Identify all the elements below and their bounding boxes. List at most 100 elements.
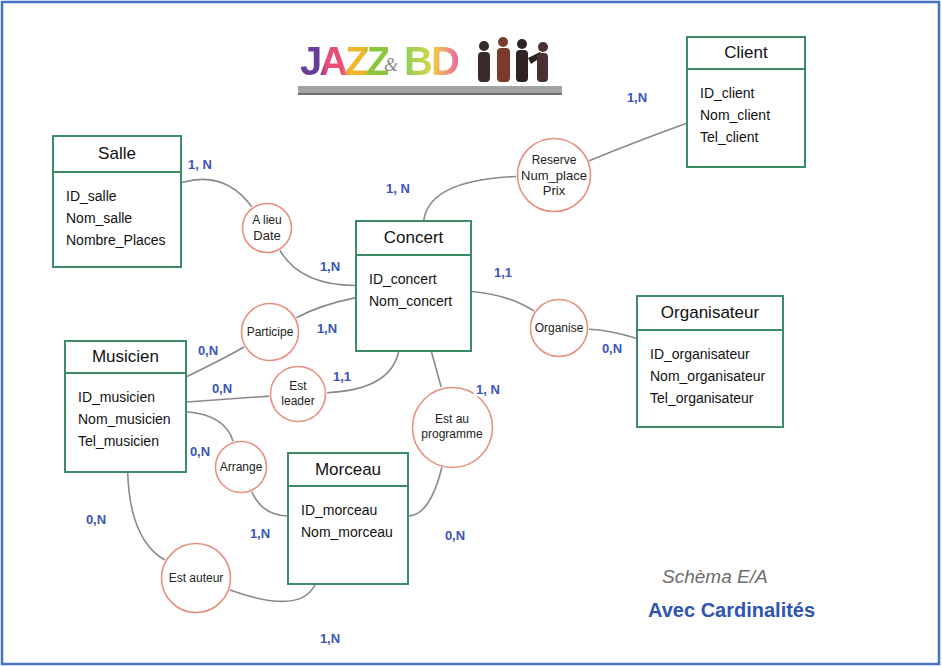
relationship-circle: ReserveNum_placePrix [516,137,592,213]
connector [187,396,269,402]
attribute: Prix [543,183,565,198]
circle-shape [216,442,267,493]
cardinality: 1,N [625,90,649,105]
entity-box: ConcertID_concertNom_concert [355,220,472,352]
relationship-name: A lieu [252,213,281,228]
relationship-name: Arrange [220,460,263,475]
entity-name: Salle [98,144,136,164]
attribute: ID_organisateur [650,343,750,365]
connector [128,473,165,560]
cardinality: 1, N [474,382,502,397]
entity-box: SalleID_salleNom_salleNombre_Places [52,135,182,268]
entity-header: Musicien [66,342,185,374]
cardinality: 0,N [188,444,212,459]
attribute: Tel_musicien [78,430,159,452]
cardinality: 0,N [196,343,220,358]
attribute: Tel_organisateur [650,387,754,409]
entity-box: OrganisateurID_organisateurNom_organisat… [636,295,784,428]
circle-shape [243,204,292,253]
entity-header: Morceau [289,454,407,487]
logo-ampersand: & [384,54,398,76]
attribute-list: ID_salleNom_salleNombre_Places [54,173,180,255]
attribute: Nom_musicien [78,408,171,430]
cardinality: 0,N [210,381,234,396]
circle-shape [531,300,588,357]
cardinality: 1,N [315,321,339,336]
relationship-circle: Arrange [214,440,268,494]
cardinality: 1, N [384,181,412,196]
relationship-circle: Est leader [269,365,327,423]
cardinality: 0,N [600,341,624,356]
entity-header: Salle [54,137,180,173]
attribute: ID_client [700,82,754,104]
connector [187,412,233,441]
logo-text: JAZZ [300,38,388,84]
relationship-circle: Est au programme [411,386,494,469]
attribute: Nom_salle [66,207,132,229]
cardinality: 1,1 [492,265,514,280]
logo-bar-shadow [298,93,562,95]
entity-box: ClientID_clientNom_clientTel_client [686,36,806,168]
logo-bar [298,86,562,93]
attribute-list: ID_organisateurNom_organisateurTel_organ… [638,331,782,413]
attribute: Tel_client [700,126,758,148]
relationship-circle: Participe [240,302,300,362]
attribute: Nom_client [700,104,770,126]
cardinality: 1,N [318,631,342,646]
entity-box: MorceauID_morceauNom_morceau [287,452,409,585]
relationship-circle: Est auteur [160,542,232,614]
circle-shape [242,304,299,361]
entity-name: Morceau [315,460,381,480]
attribute: ID_salle [66,185,117,207]
connector [252,492,287,516]
connector [230,585,315,601]
cardinality: 1,N [248,526,272,541]
relationship-name: Reserve [532,153,577,168]
entity-name: Client [724,43,767,63]
attribute-list: ID_clientNom_clientTel_client [688,70,804,152]
relationship-circle: A lieuDate [241,202,293,254]
musicians-silhouette [478,37,548,82]
attribute: Nombre_Places [66,229,166,251]
attribute: ID_concert [369,268,437,290]
circle-shape [162,544,231,613]
entity-name: Concert [384,228,444,248]
entity-header: Organisateur [638,297,782,331]
entity-header: Concert [357,222,470,256]
connector [280,251,355,286]
attribute: Num_place [521,168,587,183]
entity-name: Organisateur [661,303,759,323]
cardinality: 0,N [443,528,467,543]
connector [589,124,686,161]
attribute: Nom_concert [369,290,452,312]
relationship-name: Est au programme [418,412,486,442]
connector [472,292,534,312]
attribute-list: ID_morceauNom_morceau [289,487,407,547]
attribute: ID_musicien [78,386,155,408]
relationship-name: Participe [247,325,294,340]
circle-shape [412,387,492,467]
entity-header: Client [688,38,804,70]
relationship-circle: Organise [529,298,589,358]
attribute: ID_morceau [301,499,377,521]
attribute-list: ID_concertNom_concert [357,256,470,316]
connector [296,298,355,318]
logo-text: BD [404,38,458,84]
relationship-name: Est leader [278,379,318,409]
cardinality: 1,N [318,259,342,274]
circle-shape [271,367,326,422]
diagram-caption: Schèma E/A [662,565,768,589]
connector [432,352,442,387]
cardinality: 0,N [84,512,108,527]
attribute: Date [253,228,280,243]
attribute: Nom_morceau [301,521,393,543]
connector [182,179,252,207]
entity-name: Musicien [92,347,159,367]
relationship-name: Est auteur [169,571,224,586]
attribute: Nom_organisateur [650,365,765,387]
relationship-name: Organise [535,321,584,336]
diagram-subcaption: Avec Cardinalités [648,598,815,622]
